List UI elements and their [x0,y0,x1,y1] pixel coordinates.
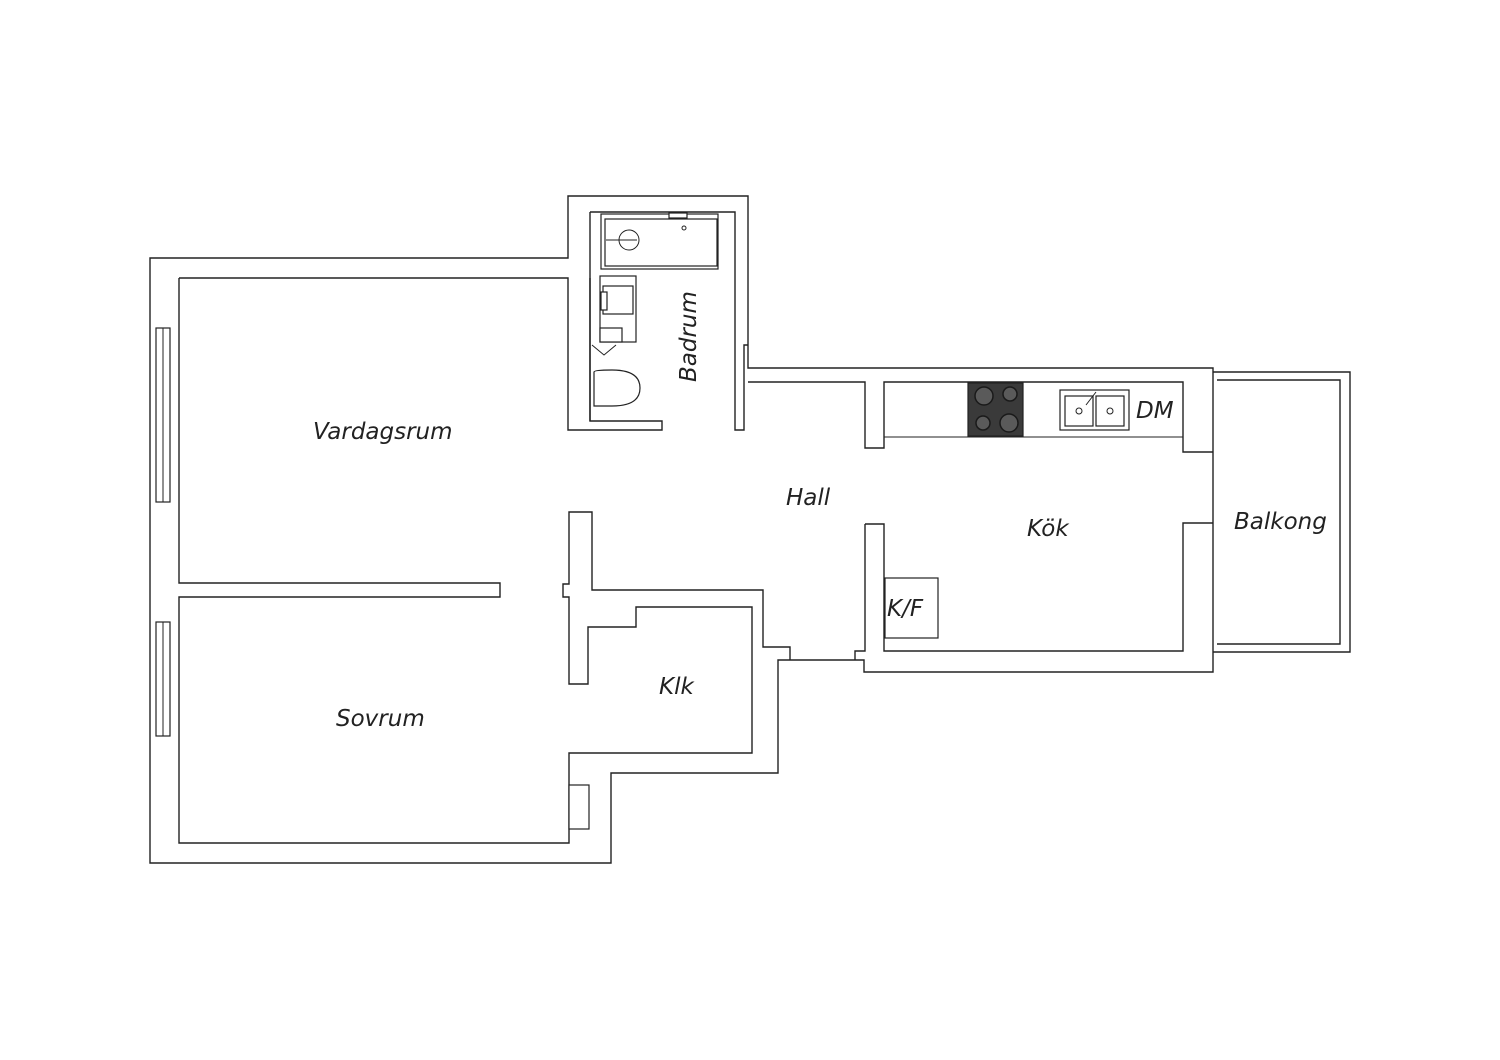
label-sovrum: Sovrum [336,706,425,732]
washbasin-icon [599,275,637,343]
stove-icon [967,382,1024,437]
label-balkong: Balkong [1234,509,1327,535]
label-vardagsrum: Vardagsrum [313,419,453,445]
sink-icon [1059,389,1130,431]
label-hall: Hall [786,485,831,511]
label-dm: DM [1136,398,1174,424]
closet-box [568,784,590,830]
fridge-freezer-box [884,577,939,639]
label-kok: Kök [1027,516,1070,542]
bathtub-icon [600,212,719,270]
label-badrum: Badrum [676,291,702,382]
toilet-icon [591,327,641,407]
windows [155,327,171,737]
exterior-walls [149,195,1351,864]
label-klk: Klk [659,674,695,700]
label-kf: K/F [887,596,924,622]
